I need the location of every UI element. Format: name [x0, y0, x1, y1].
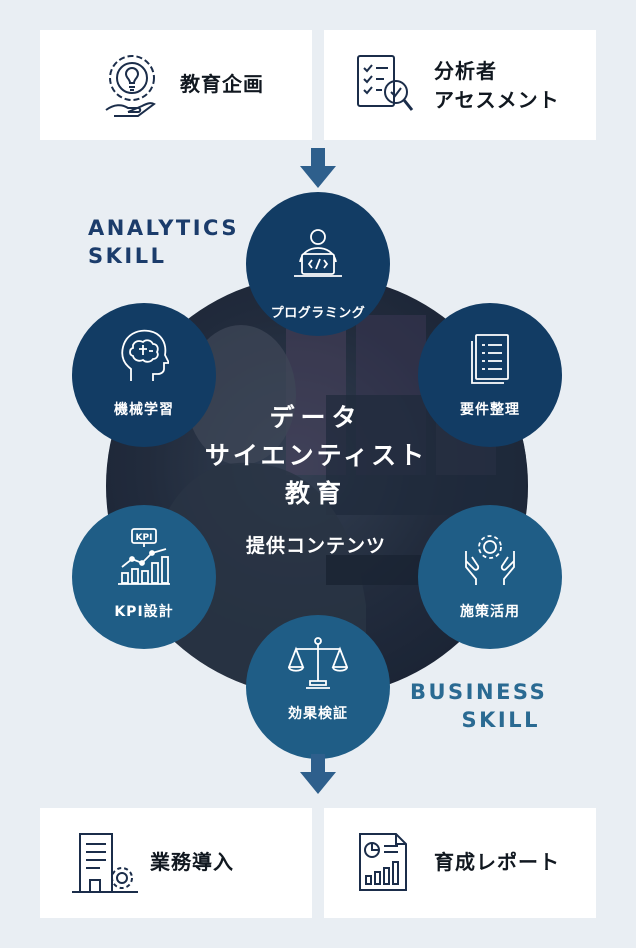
node-kpi-design: KPI KPI設計: [72, 505, 216, 649]
node-requirements-label: 要件整理: [460, 402, 520, 418]
node-effect-verification-label: 効果検証: [288, 706, 348, 722]
node-machine-learning: 機械学習: [72, 303, 216, 447]
scales-icon: [288, 637, 348, 689]
analytics-skill-line2: SKILL: [88, 244, 167, 268]
node-programming-label: プログラミング: [270, 306, 366, 321]
card-assessment-label-2: アセスメント: [434, 88, 560, 112]
kpi-bar-chart-icon: KPI: [118, 528, 170, 585]
card-adoption-label: 業務導入: [150, 850, 234, 874]
node-effect-verification: 効果検証: [246, 615, 390, 759]
kpi-icon-text: KPI: [136, 533, 153, 543]
center-title-line3: 教育: [284, 479, 347, 508]
document-list-icon: [471, 334, 509, 384]
arrow-down-icon: [300, 148, 336, 188]
node-machine-learning-label: 機械学習: [114, 402, 174, 418]
business-skill-line1: BUSINESS: [410, 680, 548, 704]
node-programming: プログラミング: [246, 192, 390, 336]
business-skill-label: BUSINESS SKILL: [410, 678, 548, 734]
hands-gear-icon: [465, 535, 515, 585]
checklist-magnifier-icon: [357, 55, 414, 111]
card-assessment: 分析者 アセスメント: [324, 30, 596, 140]
card-planning-label: 教育企画: [180, 72, 264, 96]
building-gear-icon: [72, 833, 138, 893]
card-assessment-label-1: 分析者: [434, 59, 497, 83]
report-chart-icon: [359, 833, 407, 891]
brain-head-icon: [121, 329, 169, 381]
lightbulb-gear-hand-icon: [105, 55, 156, 117]
analytics-skill-line1: ANALYTICS: [88, 216, 239, 240]
laptop-code-icon: [294, 229, 342, 277]
node-measures: 施策活用: [418, 505, 562, 649]
card-report-label: 育成レポート: [434, 850, 560, 874]
arrow-down-icon-bottom: [300, 754, 336, 794]
center-title-line1: データ: [269, 403, 363, 432]
business-skill-line2: SKILL: [461, 708, 540, 732]
card-planning: 教育企画: [40, 30, 312, 140]
node-measures-label: 施策活用: [460, 604, 520, 620]
analytics-skill-label: ANALYTICS SKILL: [88, 214, 239, 270]
card-adoption: 業務導入: [40, 808, 312, 918]
node-requirements: 要件整理: [418, 303, 562, 447]
center-subtitle: 提供コンテンツ: [245, 535, 386, 557]
center-title-line2: サイエンティスト: [204, 441, 428, 470]
card-report: 育成レポート: [324, 808, 596, 918]
node-kpi-design-label: KPI設計: [114, 604, 174, 620]
